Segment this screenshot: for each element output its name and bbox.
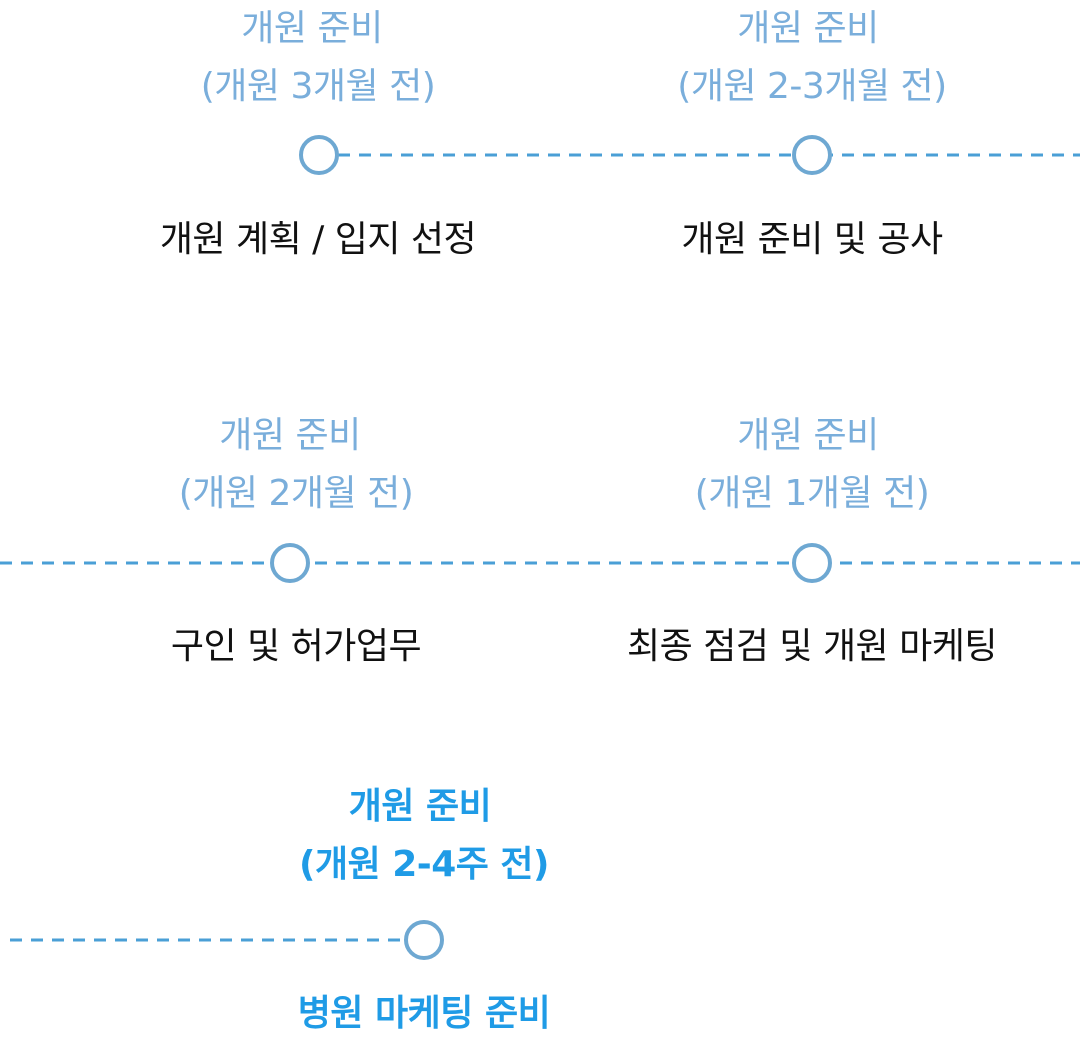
milestone-1-task: 개원 계획 / 입지 선정: [159, 219, 477, 260]
milestone-5-phase: 개원 준비: [348, 786, 492, 827]
milestone-1-phase: 개원 준비: [241, 8, 383, 49]
milestone-2-timing: (개원 2-3개월 전): [677, 66, 947, 107]
milestone-marker-2: [792, 135, 832, 175]
milestone-5-timing: (개원 2-4주 전): [299, 844, 550, 885]
milestone-2-phase: 개원 준비: [737, 8, 879, 49]
milestone-4-task: 최종 점검 및 개원 마케팅: [627, 626, 997, 667]
milestone-3-task: 구인 및 허가업무: [170, 626, 422, 667]
milestone-2-task: 개원 준비 및 공사: [681, 219, 943, 260]
milestone-4-phase: 개원 준비: [737, 415, 879, 456]
milestone-marker-1: [299, 135, 339, 175]
milestone-4-timing: (개원 1개월 전): [694, 473, 930, 514]
milestone-marker-4: [792, 543, 832, 583]
milestone-3-phase: 개원 준비: [219, 415, 361, 456]
milestone-marker-3: [270, 543, 310, 583]
milestone-5-task: 병원 마케팅 준비: [297, 993, 551, 1034]
milestone-3-timing: (개원 2개월 전): [178, 473, 414, 514]
milestone-1-timing: (개원 3개월 전): [200, 66, 436, 107]
milestone-marker-5: [404, 920, 444, 960]
